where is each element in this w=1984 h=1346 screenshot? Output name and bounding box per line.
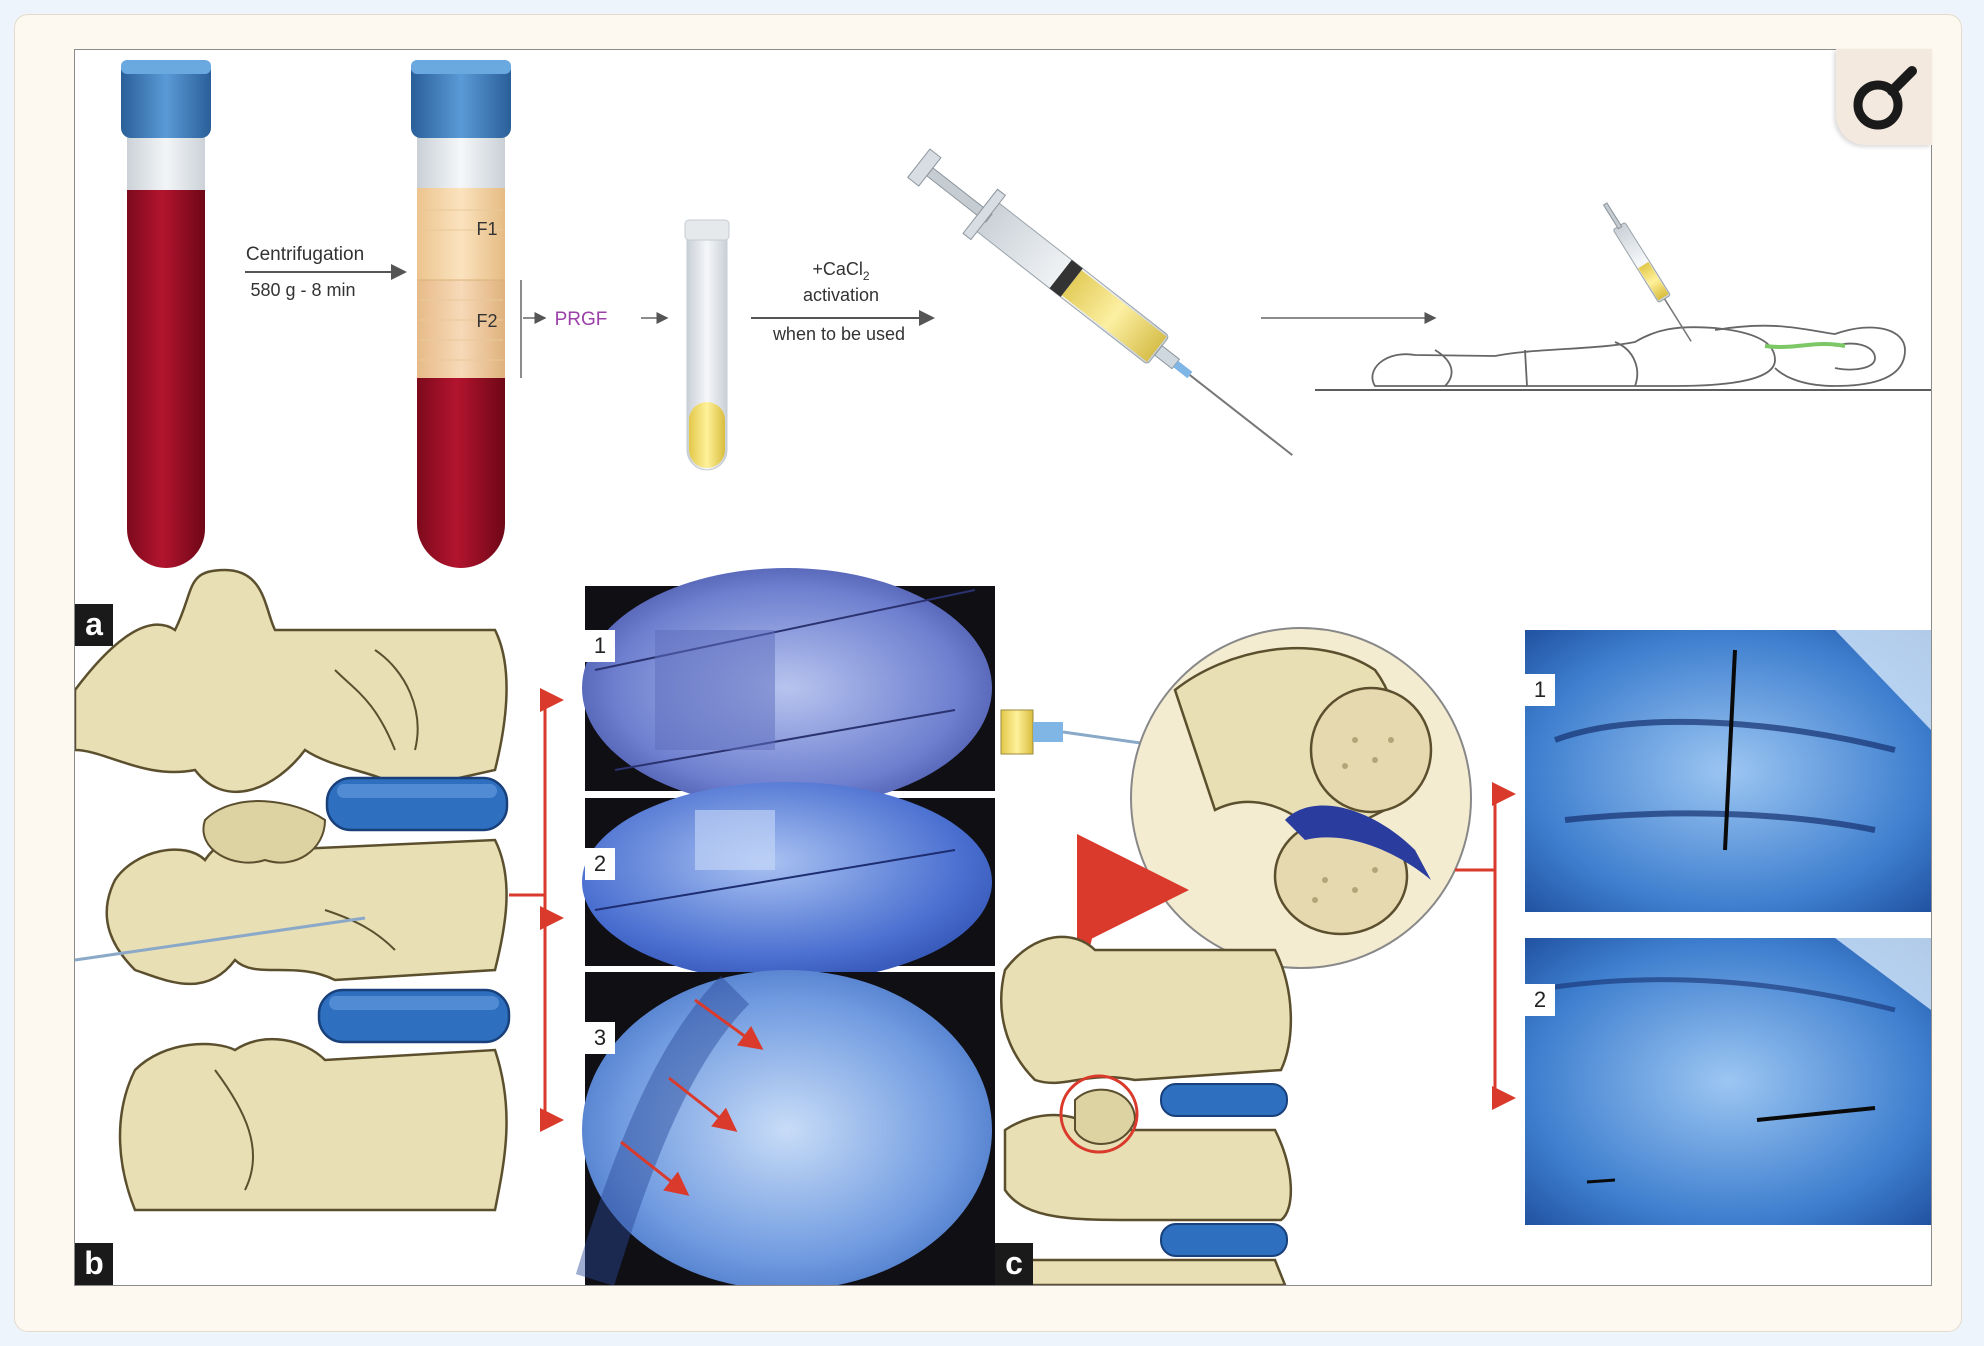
zoom-button[interactable] [1836, 49, 1932, 145]
magnifier-icon [1836, 49, 1932, 145]
activation-step: +CaCl2 activation when to be used [751, 259, 933, 344]
centrifugation-params: 580 g - 8 min [250, 280, 355, 300]
lumbar-spine-illustration-b [75, 570, 509, 1210]
panel-label-a: a [75, 604, 113, 646]
syringe-illustration [902, 141, 1310, 477]
small-syringe [1599, 200, 1697, 345]
activation-agent-label: +CaCl [812, 259, 863, 279]
fraction-f2-label: F2 [476, 311, 497, 331]
inset-number-c2: 2 [1525, 984, 1555, 1016]
inset-number-c1: 1 [1525, 674, 1555, 706]
prgf-tube [685, 220, 729, 470]
centrifugation-label: Centrifugation [246, 244, 364, 265]
when-used-label: when to be used [772, 324, 905, 344]
activation-label: activation [803, 285, 879, 305]
svg-text:+CaCl2: +CaCl2 [812, 259, 870, 283]
xray-inset-b1 [582, 568, 995, 808]
bracket-arrows-b [509, 700, 561, 1120]
xray-inset-c2 [1525, 938, 1931, 1225]
xray-inset-c1 [1525, 630, 1931, 912]
centrifugation-step: Centrifugation 580 g - 8 min [245, 244, 405, 300]
figure-panel: Centrifugation 580 g - 8 min F1 F2 PRGF [74, 49, 1932, 1286]
fraction-f1-label: F1 [476, 219, 497, 239]
blood-tube-separated: F1 F2 [411, 60, 521, 568]
inset-number-b2: 2 [585, 848, 615, 880]
magnify-arrow [1083, 890, 1175, 950]
facet-joint-magnified [1131, 628, 1471, 968]
panel-label-b: b [75, 1243, 113, 1285]
patient-prone-illustration [1315, 326, 1931, 390]
spine-highlight [1765, 344, 1845, 347]
panel-label-c: c [995, 1243, 1033, 1285]
xray-inset-b3 [582, 970, 995, 1285]
blood-tube-whole [121, 60, 211, 568]
activation-agent-subscript: 2 [863, 269, 870, 283]
prgf-label: PRGF [555, 309, 608, 330]
figure-illustration: Centrifugation 580 g - 8 min F1 F2 PRGF [75, 50, 1931, 1285]
inset-number-b1: 1 [585, 630, 615, 662]
lumbar-spine-illustration-c [1001, 937, 1291, 1285]
inset-number-b3: 3 [585, 1022, 615, 1054]
prgf-step: PRGF [523, 309, 667, 330]
xray-inset-b2 [582, 782, 995, 982]
